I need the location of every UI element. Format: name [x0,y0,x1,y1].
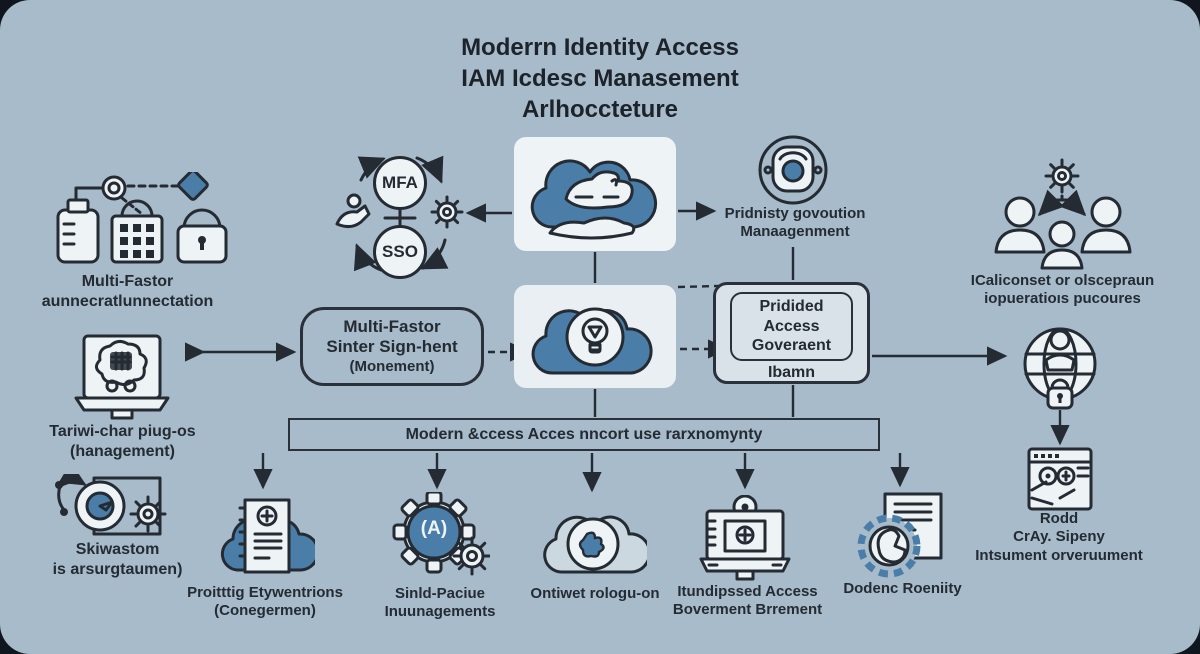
cloud-bulb-icon [531,307,653,375]
cloud-face-icon [530,159,658,240]
title-line2: IAM Icdesc Manasement [461,65,739,93]
auth-label: Multi-Fastor aunnecratlunnectation [41,273,214,310]
plugins-label: Tariwi-char piug-os (hanagement) [49,423,196,460]
identity-governance-icon [758,135,828,205]
access-banner: Modern &ccess Acces nncort use rarxnomyn… [288,418,880,451]
laptop-plugins-icon [74,334,170,420]
user-group-icon [994,158,1132,270]
people-label: ICaliconset or olscepraun iopueratioıs p… [970,272,1155,308]
cloud-identity-card [514,137,676,251]
browser-label: Rodd CrAy. Sipeny Intsument orveruument [975,510,1143,564]
access-governance-inner: Pridided Access Goveraent [730,292,853,361]
monitor-access-icon [699,495,791,581]
policy-document-icon [220,498,315,574]
sso-box: Multi-Fastor Sinter Sign-hent (Monement) [300,307,484,386]
globe-lock-icon [1023,327,1097,410]
page-title: Moderrn Identity Access IAM Icdesc Manas… [350,32,850,126]
bottom-label-4: Itundipssed Access Boverment Brrement [672,583,823,619]
mfa-sso-cycle: MFA SSO [333,148,468,288]
cycle-arrows-icon [335,155,464,272]
sso-node: SSO [373,225,427,279]
bottom-label-1: Proitttig Etywentrions (Conegermen) [187,584,343,620]
automation-icon [55,474,167,536]
cloud-key-icon [543,515,647,574]
browser-audit-icon [1027,447,1093,511]
identity-doc-icon [857,492,943,578]
bottom-label-2: Sinld-Paciue Inuunagements [384,585,496,621]
cloud-idea-card [514,285,676,388]
ai-gear-wrap: (A) [390,492,490,580]
skiwastom-label: Skiwastom is arsurgtaumen) [52,541,183,578]
access-governance-box: Pridided Access Goveraent Ibamn [713,282,870,384]
title-line1: Moderrn Identity Access [461,34,739,61]
mfa-node: MFA [373,156,427,210]
ai-gear-icon [392,492,490,576]
bottom-label-5: Dodenc Roeniity [843,580,962,597]
ai-glyph: (A) [420,518,448,539]
bottom-label-3: Ontiwet rologu-on [530,585,660,602]
multifactor-auth-icon [56,172,228,264]
title-line3: Arlhoccteture [521,96,679,124]
governance-label: Pridnisty govoution Manaagenment [724,205,866,241]
